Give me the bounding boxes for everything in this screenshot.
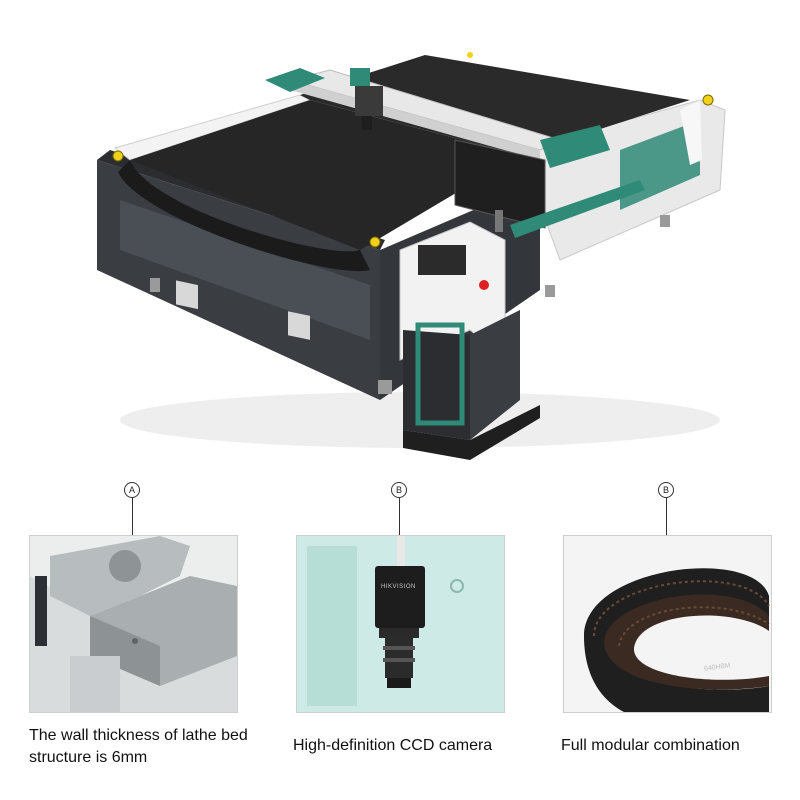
camera-brand-label: HIKVISION	[381, 584, 416, 590]
cutting-machine-illustration	[97, 52, 726, 460]
callout-line	[131, 498, 133, 538]
timing-belt-photo: 640H8M	[563, 535, 772, 713]
callout-line	[398, 498, 400, 538]
caption-lathe-bed: The wall thickness of lathe bed structur…	[29, 727, 248, 766]
caption-modular: Full modular combination	[561, 737, 740, 754]
callout-marker-a: A	[124, 482, 140, 498]
callout-marker-b: B	[658, 482, 674, 498]
callout-b-camera: B	[389, 482, 409, 538]
callout-line	[665, 498, 667, 538]
callout-a: A	[122, 482, 142, 538]
ccd-camera-photo: HIKVISION	[296, 535, 505, 713]
lathe-bed-photo	[29, 535, 238, 713]
caption-ccd-camera: High-definition CCD camera	[293, 737, 493, 754]
callout-b-belt: B	[656, 482, 676, 538]
callout-marker-b: B	[391, 482, 407, 498]
